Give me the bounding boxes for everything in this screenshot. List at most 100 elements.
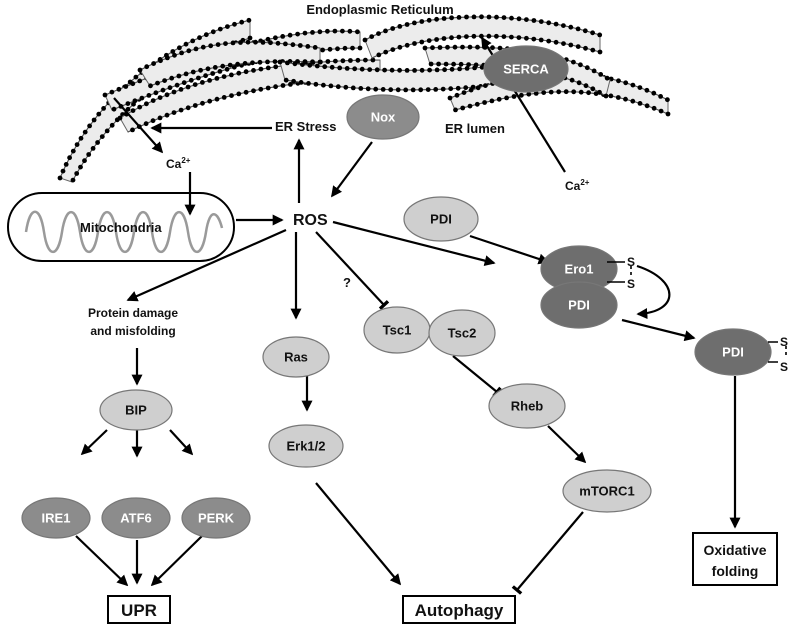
er-membrane-bead [322, 64, 328, 70]
er-membrane-bead [449, 35, 454, 41]
er-membrane-bead [320, 47, 325, 53]
er-membrane-bead [437, 45, 443, 50]
er-membrane-bead [170, 49, 176, 54]
rheb-node-shape [488, 383, 566, 429]
er-membrane-bead [210, 71, 216, 76]
er-membrane-bead [250, 60, 255, 66]
er-membrane-bead [474, 101, 480, 107]
er-membrane-bead [247, 35, 253, 41]
er-membrane-bead [623, 96, 628, 102]
er-membrane-bead [410, 87, 416, 93]
er-membrane-bead [511, 94, 517, 99]
er-membrane-bead [236, 91, 242, 97]
er-membrane-bead [524, 17, 529, 22]
er-membrane-bead [295, 31, 300, 37]
er-membrane-bead [597, 32, 603, 38]
er-membrane-bead [397, 44, 403, 50]
er-membrane-bead [571, 89, 577, 95]
er-membrane-bead [207, 78, 213, 83]
er-membrane-bead [273, 35, 278, 41]
er-membrane-bead [447, 95, 453, 101]
er-membrane-bead [74, 171, 80, 176]
er-membrane-bead [265, 85, 271, 91]
er-membrane-bead [412, 41, 417, 46]
er-membrane-bead [412, 20, 417, 26]
er-membrane-bead [637, 101, 643, 106]
er-membrane-bead [440, 86, 446, 92]
er-membrane-bead [203, 32, 209, 38]
er-membrane-bead [590, 86, 596, 92]
pdi-top-node-label: PDI [430, 212, 452, 227]
er-membrane-bead [86, 152, 92, 157]
arrow-pdi-to-ero1 [469, 234, 550, 265]
er-membrane-bead [214, 76, 220, 81]
er-membrane-bead [150, 98, 156, 103]
er-membrane-bead [217, 69, 223, 74]
er-membrane-bead [471, 33, 477, 39]
tsc1-node-label: Tsc1 [383, 323, 412, 338]
oxidative-folding-label-line1: Oxidative [703, 542, 766, 558]
er-membrane-bead [546, 20, 552, 26]
er-membrane-bead [425, 87, 431, 92]
er-membrane-bead [265, 36, 271, 42]
er-membrane-bead [167, 85, 173, 91]
pdi-oxidized-disulfide: S S [768, 335, 788, 374]
er-membrane-bead [418, 87, 424, 93]
er-membrane-bead [497, 45, 503, 51]
er-membrane-bead [181, 80, 187, 86]
er-membrane-bead [524, 35, 529, 41]
er-membrane-bead [519, 92, 524, 98]
er-membrane-bead [461, 90, 467, 95]
perk-node: PERK [181, 497, 251, 539]
er-membrane-bead [258, 66, 264, 72]
er-membrane-bead [153, 90, 159, 96]
er-membrane-bead [214, 96, 220, 102]
er-membrane-bead [362, 37, 368, 43]
pdi-complex-node: PDI [540, 281, 618, 329]
er-membrane-bead [395, 87, 401, 93]
er-membrane-bead [553, 21, 559, 27]
ero1-sulfur-bottom: S [627, 277, 635, 291]
er-membrane-bead [383, 28, 388, 34]
er-membrane-bead [630, 98, 636, 104]
er-membrane-bead [144, 101, 149, 107]
er-membrane-bead [288, 82, 293, 87]
er-membrane-bead [188, 77, 194, 83]
er-membrane-bead [434, 37, 439, 42]
er-membrane-bead [290, 42, 296, 48]
er-membrane-bead [328, 83, 334, 89]
er-membrane-bead [445, 44, 450, 50]
er-membrane-bead [449, 66, 455, 72]
upr-box [107, 595, 171, 624]
question-mark-label: ? [343, 275, 351, 290]
oxidative-folding-label-line2: folding [712, 563, 759, 579]
er-membrane-bead [210, 29, 216, 35]
bip-node-label: BIP [125, 403, 147, 418]
er-membrane-bead [208, 43, 214, 49]
er-membrane-bead [486, 33, 492, 39]
er-membrane-bead [501, 34, 507, 39]
autophagy-box [402, 595, 516, 624]
oxidative-folding-box [692, 532, 778, 586]
er-membrane-bead [148, 83, 153, 89]
er-membrane-bead [466, 62, 471, 67]
arrow-perk-to-upr [150, 535, 203, 587]
er-membrane-bead [227, 62, 233, 68]
er-membrane-bead [78, 135, 84, 141]
er-membrane-bead [277, 59, 283, 65]
er-membrane-bead [198, 67, 204, 73]
ero1-disulfide: S S [607, 255, 635, 291]
er-membrane-bead [456, 34, 462, 40]
er-membrane-bead [327, 46, 333, 52]
er-membrane-bead [297, 43, 303, 48]
er-membrane-bead [283, 77, 289, 83]
er-membrane-bead [448, 86, 454, 92]
er-membrane-bead [123, 84, 129, 89]
er-membrane-bead [310, 30, 315, 35]
er-membrane-bead [383, 49, 389, 55]
er-membrane-bead [556, 89, 562, 95]
er-membrane-bead [57, 175, 63, 181]
er-membrane-bead [162, 78, 168, 83]
pdi-top-node: PDI [403, 196, 479, 242]
